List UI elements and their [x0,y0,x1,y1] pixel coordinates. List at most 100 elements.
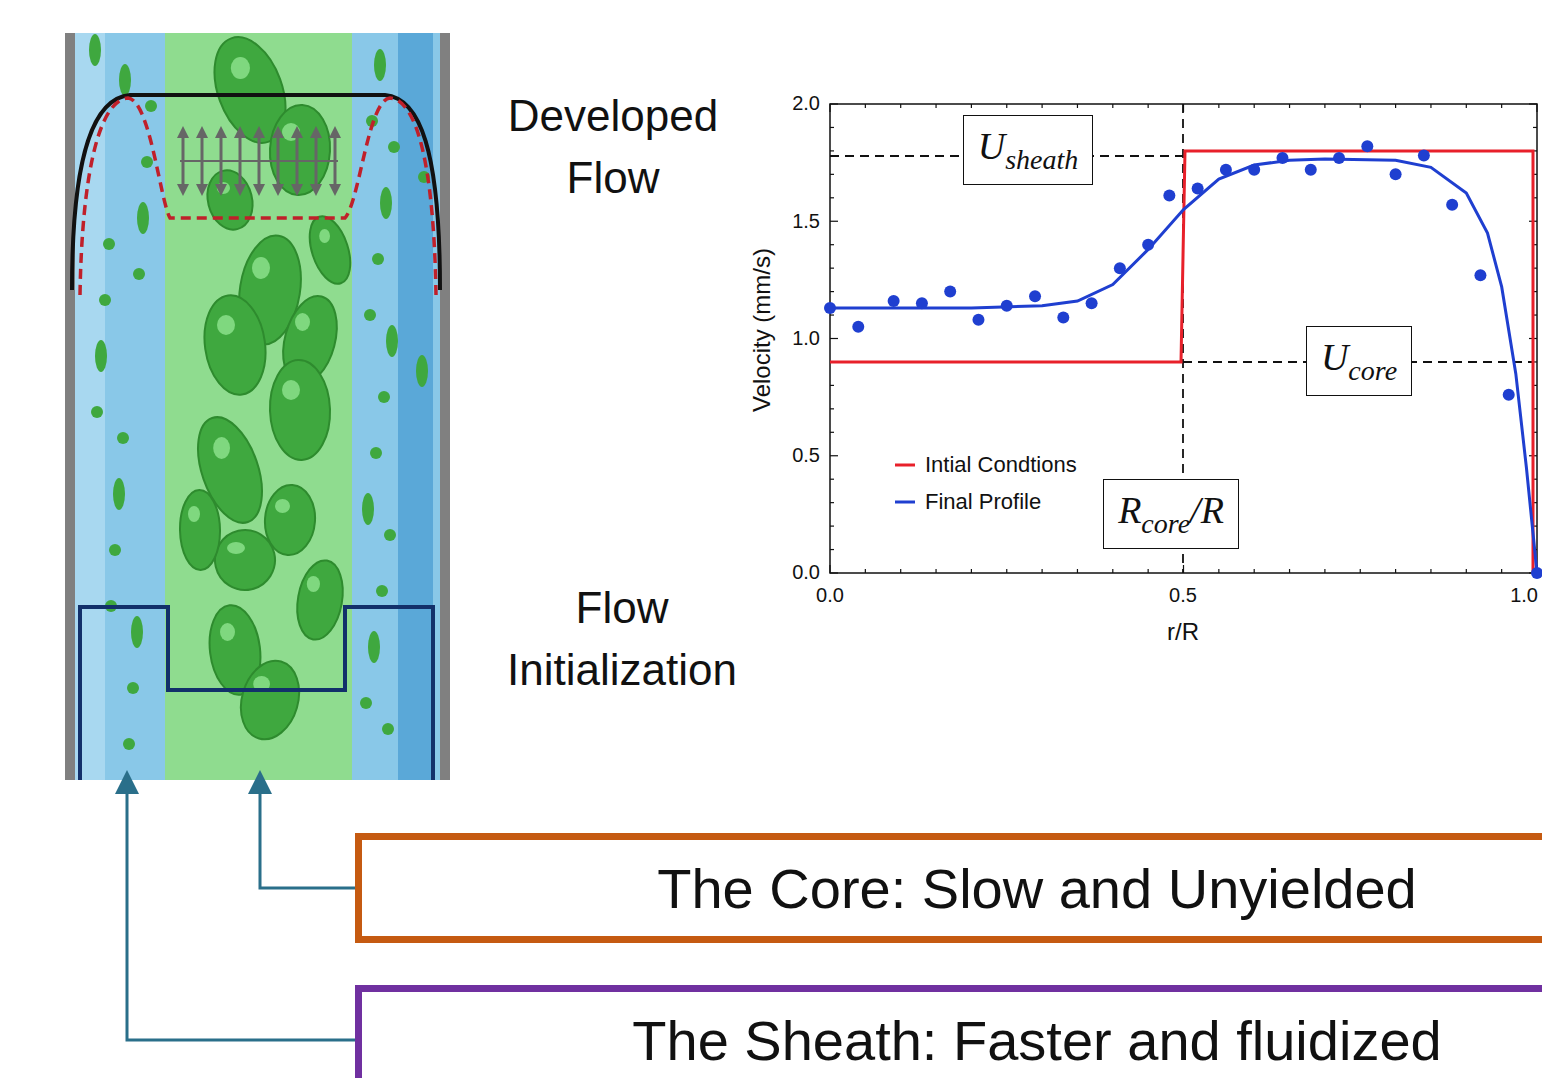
symbol-box: Rcore/R [1103,479,1239,549]
symbol-text: R [1118,489,1141,531]
droplet [302,211,358,289]
tick [900,569,901,573]
y-tick: 1.5 [792,210,820,233]
droplet [416,355,428,387]
leader-line [127,782,357,1040]
data-point [916,297,928,309]
tick [935,104,936,108]
tick [1006,569,1007,573]
droplet [268,359,331,461]
tick [830,197,834,198]
tick [1289,569,1290,573]
tick [1324,569,1325,573]
highlight [307,576,320,592]
symbol-text: U [1321,336,1348,378]
droplet [95,340,107,372]
droplet [372,253,384,265]
highlight [220,623,235,641]
data-point [1446,199,1458,211]
tick [1533,127,1537,128]
symbol-text: core [1141,508,1190,539]
data-point [1276,152,1288,164]
tick [971,569,972,573]
data-point [1192,182,1204,194]
tick [935,569,936,573]
axis-title: r/R [1167,618,1199,646]
label-text: The Core: Slow and Unyielded [657,856,1417,921]
tick [830,291,834,292]
highlight [213,437,230,459]
tick [830,338,838,339]
tick [1254,104,1255,108]
tick [1430,104,1431,108]
symbol-text: U [978,125,1005,167]
droplet [364,309,376,321]
section-label: Flow Initialization [472,577,772,701]
legend-text: Final Profile [925,489,1041,515]
droplet [376,585,388,597]
highlight [295,313,310,331]
droplet [109,544,121,556]
tick [1148,104,1149,108]
droplet [382,723,394,735]
droplet [123,738,135,750]
data-point [1248,164,1260,176]
data-point [1333,152,1345,164]
data-point [1220,164,1232,176]
droplet [378,391,390,403]
tick [1148,569,1149,573]
tick [830,244,834,245]
droplet [131,616,143,648]
tick [900,104,901,108]
droplet [103,238,115,250]
droplet [89,34,101,66]
axis-title: Velocity (mm/s) [748,248,776,412]
tick [1360,569,1361,573]
droplet [141,156,153,168]
tick [830,268,834,269]
droplet [388,141,400,153]
tick [1501,104,1502,108]
data-point [1029,290,1041,302]
tick [1218,104,1219,108]
legend-line [895,464,915,467]
tick [971,104,972,108]
tick [1077,104,1078,108]
tick [1041,104,1042,108]
droplet [232,654,308,746]
tick [1041,569,1042,573]
tick [1536,104,1537,112]
droplet [127,682,139,694]
tick [1289,104,1290,108]
data-point [824,302,836,314]
tick [830,502,834,503]
droplet [386,325,398,357]
tick [830,432,834,433]
tick [1395,104,1396,108]
label-text: The Sheath: Faster and fluidized [632,1008,1441,1073]
tick [1395,569,1396,573]
droplet [268,103,333,196]
data-point [852,321,864,333]
symbol-box: Usheath [963,115,1094,185]
section-label: Developed Flow [493,85,733,209]
droplet [179,490,220,571]
symbol-text: sheath [1005,144,1078,175]
chart [824,104,1542,579]
tick [1529,103,1537,104]
data-point [1305,164,1317,176]
droplet [370,447,382,459]
tick [829,104,830,112]
data-point [972,314,984,326]
data-point [944,286,956,298]
label-box: The Core: Slow and Unyielded [355,833,1542,943]
droplet [384,529,396,541]
leader-line [260,782,357,888]
data-point [1474,269,1486,281]
droplet [374,49,386,81]
tick [830,549,834,550]
y-tick: 0.5 [792,444,820,467]
y-tick: 0.0 [792,561,820,584]
droplet [201,166,258,235]
y-tick: 1.0 [792,327,820,350]
